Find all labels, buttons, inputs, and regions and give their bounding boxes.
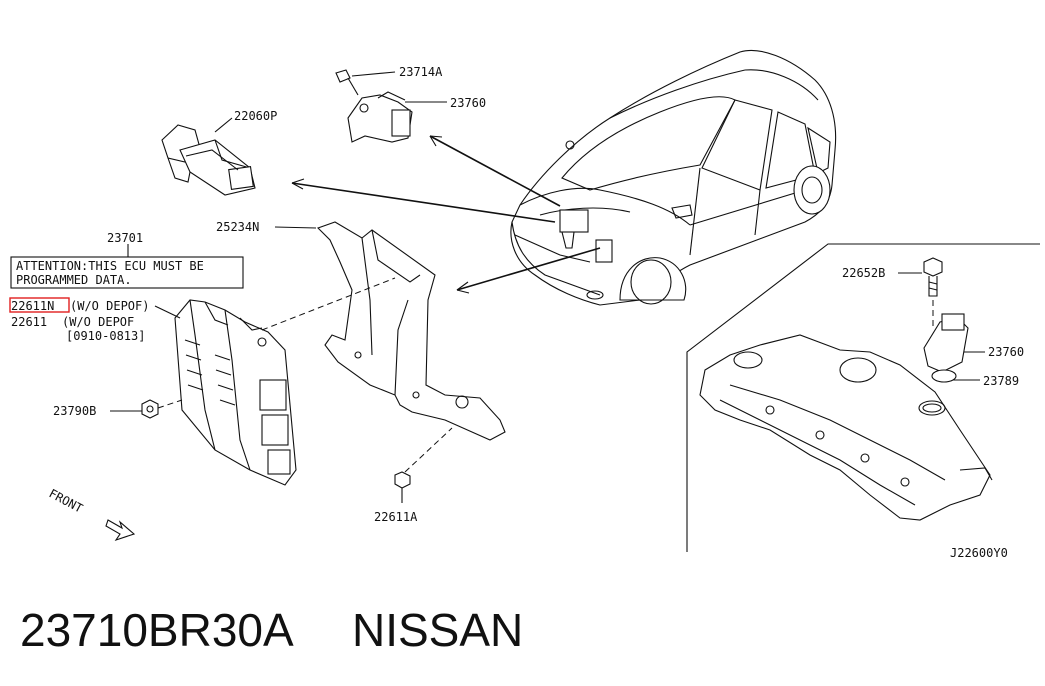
footer-brand: NISSAN (352, 604, 523, 656)
part-label-22611[interactable]: 22611 (11, 315, 47, 329)
part-label-22611a[interactable]: 22611A (374, 510, 418, 524)
part-label-22060p[interactable]: 22060P (234, 109, 277, 123)
front-direction-indicator: FRONT (47, 486, 136, 542)
attention-box (10, 256, 244, 289)
diagram-code: J22600Y0 (950, 546, 1008, 560)
front-label: FRONT (47, 486, 85, 515)
attention-line-2: PROGRAMMED DATA. (16, 273, 132, 287)
part-note-22611: (W/O DEPOF (62, 315, 134, 329)
highlight-box-22611n (9, 297, 70, 313)
bolt-22611a-illustration (394, 471, 411, 503)
ecu-illustration (174, 299, 297, 486)
part-label-23701[interactable]: 23701 (107, 231, 143, 245)
car-illustration (510, 49, 837, 306)
footer-part-number: 23710BR30A (20, 604, 294, 656)
nut-23790b-illustration (110, 399, 159, 419)
engine-inset (686, 243, 1040, 552)
sensor-22060p-illustration (161, 117, 256, 196)
part-label-23760-top[interactable]: 23760 (450, 96, 486, 110)
part-label-22611n[interactable]: 22611N (11, 299, 54, 313)
part-label-23760-right[interactable]: 23760 (988, 345, 1024, 359)
callout-arrows (291, 135, 601, 294)
part-note-22611n: (W/O DEPOF) (70, 299, 149, 313)
part-label-23714a[interactable]: 23714A (399, 65, 443, 79)
part-label-25234n[interactable]: 25234N (216, 220, 259, 234)
part-label-23790b[interactable]: 23790B (53, 404, 96, 418)
attention-line-1: ATTENTION:THIS ECU MUST BE (16, 259, 204, 273)
bracket-25234n-illustration (274, 221, 506, 441)
part-label-22652b[interactable]: 22652B (842, 266, 885, 280)
sensor-23760-illustration (335, 69, 447, 143)
part-label-23789[interactable]: 23789 (983, 374, 1019, 388)
part-dates-22611: [0910-0813] (66, 329, 145, 343)
